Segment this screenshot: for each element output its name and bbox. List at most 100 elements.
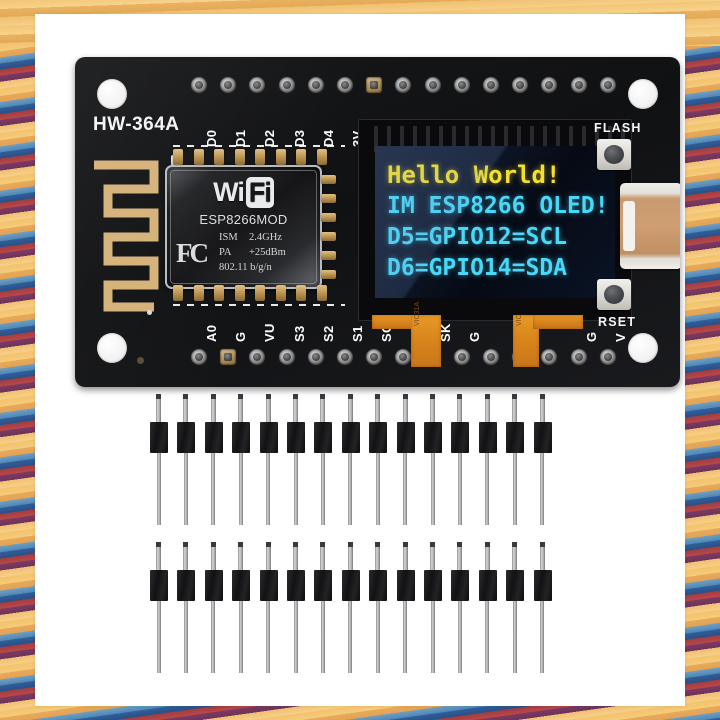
header-pin-bottom	[320, 453, 325, 525]
module-solder-pad	[234, 149, 245, 165]
pin-pad[interactable]	[541, 349, 558, 365]
spec-value: +25dBm	[249, 247, 286, 258]
spec-key: ISM	[219, 232, 238, 243]
pin-pad[interactable]	[220, 77, 237, 93]
header-pin-body	[259, 422, 278, 453]
spec-key: PA	[219, 247, 232, 258]
header-pin-top	[183, 542, 189, 572]
header-pin-top	[539, 542, 545, 572]
pin-pad[interactable]	[395, 349, 412, 365]
header-pin-bottom	[320, 601, 325, 673]
header-pin-top	[238, 542, 244, 572]
header-pin-body	[287, 422, 305, 453]
module-solder-pad	[173, 149, 183, 165]
header-pin-body	[478, 570, 497, 601]
pin-pad[interactable]	[453, 77, 470, 93]
pcb-via	[147, 310, 152, 315]
pin-pad[interactable]	[570, 349, 587, 365]
mounting-hole-top-left	[97, 79, 127, 109]
header-pin-bottom	[156, 601, 161, 673]
module-solder-pad	[255, 149, 265, 165]
header-pin-body	[396, 570, 415, 601]
pin-pad[interactable]	[453, 349, 470, 365]
header-pin-body	[478, 422, 497, 453]
mounting-hole-bottom-right	[628, 333, 658, 363]
oled-screen: Hello World! IM ESP8266 OLED! D5=GPIO12=…	[375, 146, 615, 298]
reset-button[interactable]	[597, 279, 631, 310]
usb-c-connector[interactable]	[620, 183, 680, 269]
module-solder-pad	[193, 149, 204, 165]
header-pin-bottom	[211, 601, 216, 673]
pin-pad[interactable]	[483, 349, 499, 365]
module-solder-pad	[321, 270, 336, 279]
pin-pad[interactable]	[337, 349, 353, 365]
pin-pad[interactable]	[541, 77, 558, 93]
pin-label-g: G	[583, 331, 599, 342]
header-pin-body	[314, 422, 333, 453]
header-pin-top	[210, 394, 216, 424]
module-solder-pad	[321, 213, 336, 222]
pin-pad[interactable]	[278, 77, 295, 93]
pin-pad[interactable]	[249, 349, 266, 365]
header-pin-bottom	[211, 453, 216, 525]
pin-pad[interactable]	[307, 349, 324, 365]
header-pin-body	[287, 570, 305, 601]
pin-pad[interactable]	[278, 349, 295, 365]
pin-pad[interactable]	[483, 77, 499, 93]
pin-pad[interactable]	[395, 77, 412, 93]
module-solder-pad	[193, 285, 204, 301]
pin-label-s3: S3	[291, 325, 307, 342]
flash-button-caption: FLASH	[594, 121, 642, 135]
module-solder-pad	[321, 232, 336, 241]
header-pin-bottom	[266, 453, 271, 525]
pin-pad[interactable]	[191, 77, 207, 93]
header-pin-bottom	[430, 453, 435, 525]
pin-pad[interactable]	[366, 349, 383, 365]
pin-pad[interactable]	[366, 77, 383, 93]
header-pin-bottom	[183, 601, 188, 673]
flash-button[interactable]	[597, 139, 631, 170]
module-solder-pad	[296, 149, 306, 165]
module-solder-pad	[275, 285, 286, 301]
pin-pad[interactable]	[307, 77, 324, 93]
oled-text-block: Hello World! IM ESP8266 OLED! D5=GPIO12=…	[387, 160, 611, 284]
pin-label-d2: D2	[262, 129, 278, 147]
pin-pad[interactable]	[337, 77, 353, 93]
header-pin-body	[204, 422, 223, 453]
header-pin-bottom	[540, 453, 545, 525]
spec-value: 2.4GHz	[249, 232, 282, 243]
header-pin-top	[402, 542, 408, 572]
module-solder-pad	[214, 285, 224, 301]
header-pin-body	[177, 570, 196, 601]
pin-pad[interactable]	[191, 349, 207, 365]
header-pin-top	[484, 542, 490, 572]
pin-label-vu: VU	[262, 323, 278, 342]
header-pin-body	[232, 570, 251, 601]
header-pin-top	[430, 542, 435, 572]
header-pin-top	[484, 394, 490, 424]
pin-pad[interactable]	[599, 349, 616, 365]
pin-pad[interactable]	[220, 349, 237, 365]
header-pin-top	[347, 542, 353, 572]
pin-pad[interactable]	[599, 77, 616, 93]
oled-display: Hello World! IM ESP8266 OLED! D5=GPIO12=…	[358, 119, 632, 321]
module-solder-pad	[296, 285, 306, 301]
module-solder-pad	[255, 285, 265, 301]
module-solder-pad	[173, 285, 183, 301]
header-pin-body	[204, 570, 223, 601]
header-pin-top	[457, 542, 463, 572]
pin-label-a0: A0	[204, 324, 219, 342]
module-solder-pad	[316, 285, 327, 301]
header-pin-top	[210, 542, 216, 572]
pin-pad[interactable]	[570, 77, 587, 93]
module-solder-pad	[275, 149, 286, 165]
oled-line-1: Hello World!	[387, 161, 561, 189]
pin-pad[interactable]	[424, 77, 441, 93]
pin-pad[interactable]	[249, 77, 266, 93]
oled-ribbon-wing-right	[533, 315, 583, 329]
header-pin-body	[177, 422, 196, 453]
pin-pad[interactable]	[512, 77, 529, 93]
header-pin-bottom	[183, 453, 188, 525]
